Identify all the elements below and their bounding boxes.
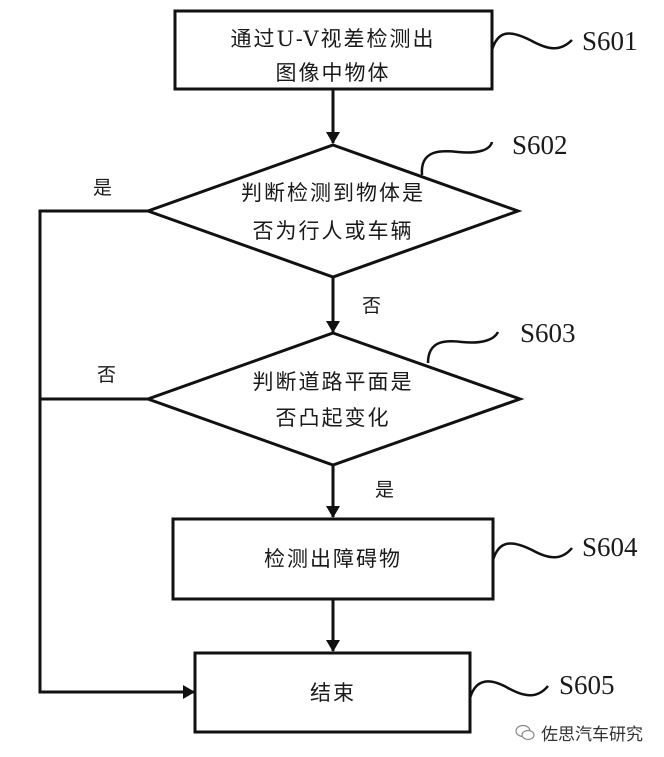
process-box-s601 — [173, 9, 494, 91]
branch-label-s603-no: 否 — [97, 364, 116, 386]
watermark: 佐思汽车研究 — [515, 720, 643, 745]
s604-callout-squiggle — [491, 542, 573, 561]
s605-text: 结束 — [310, 681, 356, 705]
wechat-icon — [515, 724, 535, 740]
s602-text-line-2: 否为行人或车辆 — [253, 219, 414, 243]
s602-callout-squiggle — [420, 141, 494, 176]
s603-text-line-2: 否凸起变化 — [276, 406, 391, 430]
s601-callout-squiggle — [490, 32, 573, 51]
process-box-s605 — [193, 651, 472, 734]
branch-label-s602-yes: 是 — [93, 177, 112, 199]
watermark-text: 佐思汽车研究 — [541, 725, 643, 745]
step-label-s603: S603 — [520, 318, 576, 348]
s601-text-line-2: 图像中物体 — [276, 61, 391, 85]
decision-diamond-s602 — [143, 143, 523, 279]
step-label-s604: S604 — [582, 532, 638, 562]
s604-text: 检测出障碍物 — [264, 547, 402, 571]
decision-diamond-s603 — [143, 331, 525, 467]
step-label-s605: S605 — [559, 670, 615, 700]
s601-text-line-1: 通过U-V视差检测出 — [230, 27, 435, 51]
s605-callout-squiggle — [468, 680, 549, 699]
s603-text-line-1: 判断道路平面是 — [253, 370, 414, 394]
s603-callout-squiggle — [426, 331, 500, 364]
step-label-s601: S601 — [582, 26, 638, 56]
step-label-s602: S602 — [512, 130, 568, 160]
s602-text-line-1: 判断检测到物体是 — [241, 181, 425, 205]
branch-label-s602-no: 否 — [362, 295, 381, 317]
edge-bypass-to-s605 — [38, 209, 195, 699]
branch-label-s603-yes: 是 — [375, 479, 394, 501]
